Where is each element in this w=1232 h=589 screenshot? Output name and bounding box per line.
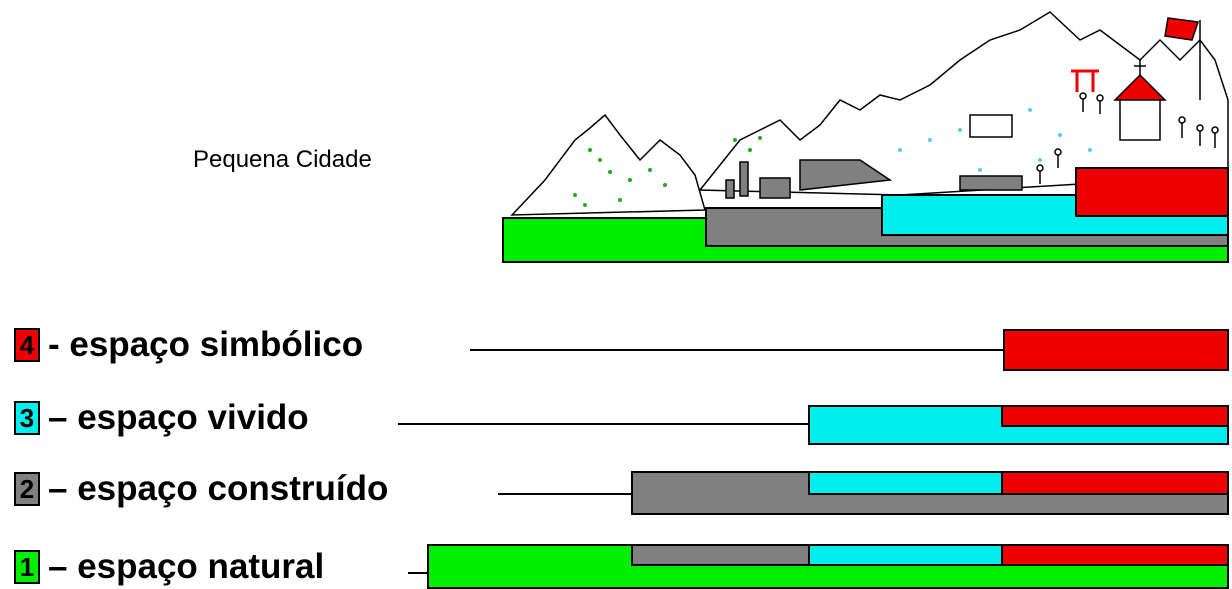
row-3-bar-simbolico [1001, 405, 1229, 427]
city-layer-bars [502, 167, 1229, 263]
people [1036, 92, 1219, 184]
row-3-bars [398, 405, 1229, 445]
row-1-bar-vivido [808, 544, 1003, 566]
row-2-bars [498, 471, 1229, 515]
legend-label-3: – espaço vivido [48, 398, 309, 437]
legend-label-2: – espaço construído [48, 469, 389, 508]
row-2-bar-vivido [808, 471, 1003, 495]
mountains [510, 11, 1229, 216]
row-4-bar-simbolico [1003, 329, 1229, 371]
row-1-bar-construido [631, 544, 810, 566]
diagram-title: Pequena Cidade [193, 146, 372, 173]
legend-number-3: 3 [14, 401, 40, 435]
row-2-bar-simbolico [1001, 471, 1229, 495]
legend-row-2: 2 – espaço construído [14, 469, 388, 509]
legend-label-4: - espaço simbólico [48, 325, 364, 364]
city-layer-simbolico [1075, 167, 1229, 217]
row-1-bar-simbolico [1001, 544, 1229, 566]
legend-number-1: 1 [14, 550, 40, 584]
legend-number-4: 4 [14, 328, 40, 362]
legend-row-3: 3 – espaço vivido [14, 398, 309, 438]
row-4-bars [470, 329, 1229, 371]
legend-row-4: 4 - espaço simbólico [14, 325, 363, 365]
legend-label-1: – espaço natural [48, 547, 325, 586]
legend-row-1: 1 – espaço natural [14, 547, 324, 587]
torii-gate [1071, 69, 1099, 92]
row-1-bars [408, 544, 1229, 589]
vegetation-dots [573, 136, 762, 207]
legend-number-2: 2 [14, 472, 40, 506]
